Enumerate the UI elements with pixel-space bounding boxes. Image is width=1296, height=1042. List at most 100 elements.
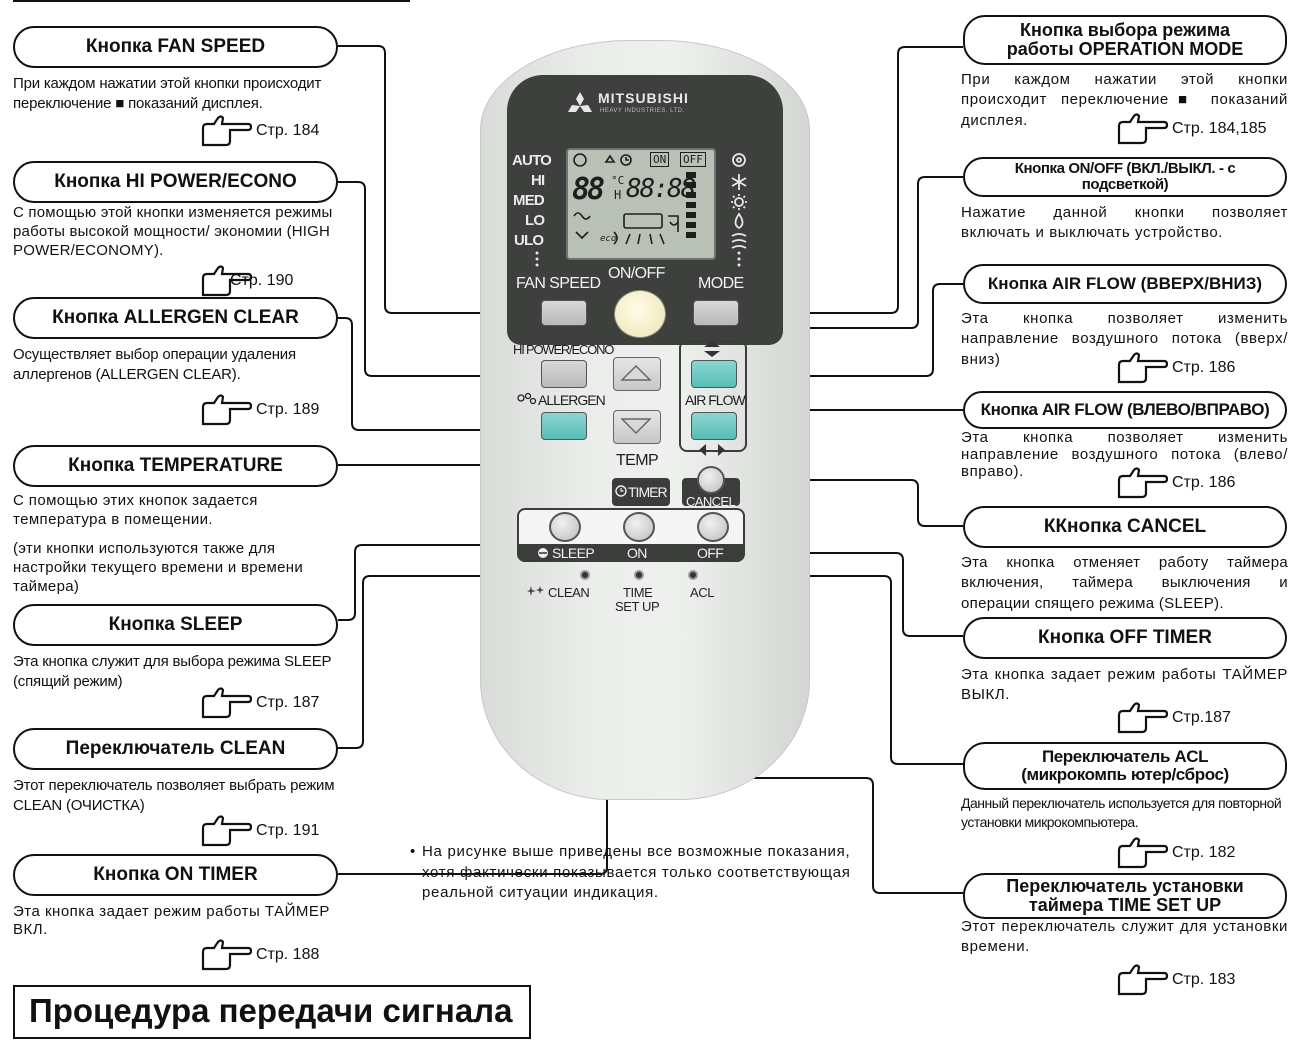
operation-mode-ref: Стр. 184,185: [1116, 112, 1267, 146]
top-rule: [13, 0, 410, 2]
hi-power-ref-text: Стр. 190: [230, 272, 294, 289]
sleep-title: Кнопка SLEEP: [13, 604, 338, 646]
pointing-hand-icon: [201, 265, 252, 297]
sleep-button[interactable]: [549, 512, 581, 542]
arrow-up-down-icon: [704, 341, 720, 357]
airflow-leftright-ref: Стр. 186: [1116, 466, 1235, 500]
pointing-hand-icon: [1117, 837, 1168, 869]
airflow-label: AIR FLOW: [685, 392, 746, 408]
time-set-up-ref: Стр. 183: [1116, 963, 1235, 997]
mitsubishi-logo-icon: [568, 92, 592, 112]
cancel-button[interactable]: [697, 466, 725, 494]
clean-desc: Этот переключатель позволяет выбрать реж…: [13, 777, 335, 815]
operation-mode-title: Кнопка выбора режима работы OPERATION MO…: [963, 15, 1287, 65]
pointing-hand-icon: [1117, 964, 1168, 996]
brand-sub: HEAVY INDUSTRIES, LTD.: [600, 108, 685, 114]
allergen-clear-ref: Стр. 189: [200, 393, 319, 427]
clean-title: Переключатель CLEAN: [13, 728, 338, 770]
on-timer-desc: Эта кнопка задает режим работы ТАЙМЕР ВК…: [13, 903, 330, 938]
onoff-desc: Нажатие данной кнопки позволяет включать…: [961, 204, 1288, 242]
temp-up-button[interactable]: [613, 357, 661, 391]
sleep-ref-text: Стр. 187: [256, 694, 320, 711]
pointing-hand-icon: [1117, 702, 1168, 734]
time-label: TIME: [623, 585, 653, 600]
allergen-clear-button[interactable]: [541, 412, 587, 440]
airflow-leftright-button[interactable]: [691, 412, 737, 440]
fan-speed-ref: Стр. 184: [200, 114, 319, 148]
footnote-text: На рисунке выше приведены все возможные …: [422, 843, 851, 902]
line-cancel: [725, 479, 963, 527]
on-timer-ref-text: Стр. 188: [256, 946, 320, 963]
fan-level-ulo: ULO: [514, 232, 544, 249]
line-airflow-updown: [735, 283, 963, 377]
airflow-updown-button[interactable]: [691, 360, 737, 388]
line-off-timer: [725, 552, 963, 637]
temp-down-button[interactable]: [613, 410, 661, 444]
off-label: OFF: [697, 545, 724, 561]
allergen-icon: [517, 392, 537, 405]
cancel-title: ККнопка CANCEL: [963, 506, 1287, 548]
on-timer-button[interactable]: [623, 512, 655, 542]
mode-icons: [731, 153, 747, 249]
lcd-clock-digits: 88:88: [626, 174, 696, 204]
temperature-desc-note: (эти кнопки используются также для настр…: [13, 540, 304, 595]
hi-power-button[interactable]: [541, 360, 587, 388]
airflow-leftright-ref-text: Стр. 186: [1172, 474, 1236, 491]
pointing-hand-icon: [1117, 467, 1168, 499]
onoff-title: Кнопка ON/OFF (ВКЛ./ВЫКЛ. - с подсветкой…: [963, 157, 1287, 197]
allergen-clear-title: Кнопка ALLERGEN CLEAR: [13, 297, 338, 339]
acl-switch[interactable]: [688, 570, 698, 580]
clean-ref-text: Стр. 191: [256, 822, 320, 839]
time-set-up-desc: Этот переключатель служит для установки …: [961, 918, 1288, 955]
off-timer-ref: Стр.187: [1116, 701, 1231, 735]
hi-power-ref: Стр. 190: [200, 264, 293, 298]
operation-mode-ref-text: Стр. 184,185: [1172, 120, 1267, 137]
lcd-timer-on: ON: [650, 152, 670, 167]
acl-title: Переключатель ACL (микрокомпь ютер/сброс…: [963, 742, 1287, 790]
pointing-hand-icon: [201, 815, 252, 847]
onoff-label: ON/OFF: [608, 265, 665, 282]
pointing-hand-icon: [1117, 113, 1168, 145]
sleep-icon: [538, 548, 548, 558]
acl-ref: Стр. 182: [1116, 836, 1235, 870]
mode-label: MODE: [698, 275, 744, 292]
fan-speed-title: Кнопка FAN SPEED: [13, 26, 338, 68]
off-timer-button[interactable]: [697, 512, 729, 542]
on-timer-ref: Стр. 188: [200, 938, 319, 972]
sleep-desc: Эта кнопка служит для выбора режима SLEE…: [13, 653, 332, 691]
clean-ref: Стр. 191: [200, 814, 319, 848]
lcd-eco: eco: [600, 234, 617, 244]
chevron-down-icon: [620, 418, 652, 435]
pointing-hand-icon: [201, 115, 252, 147]
airflow-updown-title: Кнопка AIR FLOW (ВВЕРХ/ВНИЗ): [963, 264, 1287, 304]
fan-speed-button[interactable]: [541, 300, 587, 326]
hi-power-desc: С помощью этой кнопки изменяется режимы …: [13, 204, 333, 259]
sleep-label: SLEEP: [552, 545, 595, 561]
cancel-label: CANCEL: [686, 494, 736, 509]
line-allergen: [338, 317, 540, 431]
clean-switch[interactable]: [580, 570, 590, 580]
sparkle-icon: [527, 586, 544, 596]
airflow-updown-desc: Эта кнопка позволяет изменить направлени…: [961, 310, 1288, 368]
timer-label-strip: [519, 544, 743, 562]
allergen-clear-desc: Осуществляет выбор операции удаления алл…: [13, 346, 296, 384]
airflow-leftright-title: Кнопка AIR FLOW (ВЛЕВО/ВПРАВО): [963, 391, 1287, 429]
mode-button[interactable]: [693, 300, 739, 326]
onoff-button[interactable]: [614, 290, 666, 338]
chevron-up-icon: [620, 364, 652, 381]
off-timer-desc: Эта кнопка задает режим работы ТАЙМЕР ВЫ…: [961, 666, 1288, 704]
line-hi-power: [338, 181, 540, 377]
airflow-panel: [679, 340, 747, 452]
time-set-up-switch[interactable]: [634, 570, 644, 580]
hi-power-label: HI POWER/ECONO: [513, 342, 614, 357]
off-timer-ref-text: Стр.187: [1172, 709, 1231, 726]
pointing-hand-icon: [201, 687, 252, 719]
airflow-updown-ref-text: Стр. 186: [1172, 359, 1236, 376]
footnote: • На рисунке выше приведены все возможны…: [410, 842, 852, 904]
pointing-hand-icon: [1117, 352, 1168, 384]
sleep-ref: Стр. 187: [200, 686, 319, 720]
set-up-label: SET UP: [615, 599, 660, 614]
line-onoff: [660, 176, 963, 329]
lcd-h: H: [614, 188, 622, 202]
cancel-desc: Эта кнопка отменяет работу таймера включ…: [961, 554, 1288, 612]
